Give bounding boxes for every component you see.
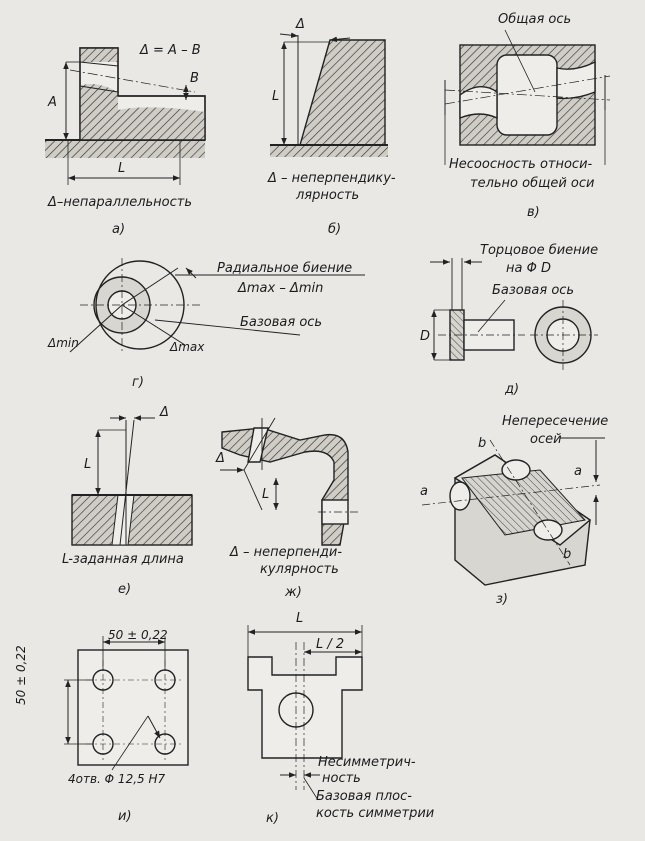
figure-v-drawing [444,29,611,165]
fig-i-holes: 4отв. Φ 12,5 H7 [68,772,166,786]
fig-v-name-line1: Несоосность относи- [449,157,593,172]
fig-e-label-L: L [84,457,92,472]
figure-z-drawing [421,437,605,586]
fig-k-base-line2: кость симметрии [316,806,435,821]
fig-b-caption: б) [328,222,342,237]
figure-i-drawing [64,636,189,771]
fig-k-label-L: L [296,611,304,626]
fig-g-formula: Δmax – Δmin [238,281,324,296]
fig-a-label-A: A [48,95,57,110]
figure-k-drawing [247,625,363,801]
fig-k-asym-line1: Несимметрич- [318,755,416,770]
figure-b-drawing [270,32,388,157]
fig-d-label-D: D [420,329,431,344]
fig-k-caption: к) [266,811,279,826]
fig-g-title: Радиальное биение [217,261,353,276]
fig-i-dim-h: 50 ± 0,22 [108,628,168,642]
fig-z-label-b-bottom: b [563,547,572,562]
fig-a-label-B: B [190,71,199,86]
fig-k-asym-line2: ность [322,771,361,786]
figure-e-drawing [71,415,193,546]
fig-zh-name-line2: кулярность [260,562,339,577]
fig-k-base-line1: Базовая плос- [316,789,412,804]
fig-g-delta-min: Δmin [48,336,79,350]
fig-z-label-b-top: b [478,436,487,451]
fig-zh-label-delta: Δ [216,451,225,466]
fig-d-runout-line1: Торцовое биение [480,243,599,258]
fig-e-label-delta: Δ [160,405,169,420]
fig-v-caption: в) [527,205,540,220]
fig-i-dim-v: 50 ± 0,22 [14,645,28,705]
figure-a-drawing [45,47,206,185]
fig-v-common-axis: Общая ось [498,12,572,27]
fig-z-name-line1: Непересечение [502,414,609,429]
fig-k-label-L2: L / 2 [316,637,345,652]
figure-d-drawing [430,258,598,370]
fig-e-name: L-заданная длина [62,552,184,567]
fig-b-name-line2: лярность [296,188,360,203]
fig-g-caption: г) [132,375,144,390]
fig-b-label-L: L [272,89,280,104]
fig-a-name: Δ–непараллельность [48,195,192,210]
fig-zh-label-L: L [262,487,270,502]
fig-e-caption: е) [118,582,132,597]
fig-zh-name-line1: Δ – неперпенди- [230,545,343,560]
fig-a-formula: Δ = A – B [140,43,201,58]
fig-b-name-line1: Δ – неперпендику- [268,171,396,186]
figure-zh-drawing [220,417,360,546]
fig-z-caption: з) [496,592,508,607]
fig-zh-caption: ж) [285,585,302,600]
fig-d-caption: д) [505,382,520,397]
fig-i-caption: и) [118,809,132,824]
fig-a-caption: а) [112,222,126,237]
fig-b-label-delta: Δ [296,17,305,32]
fig-g-delta-max: Δmax [170,340,205,354]
fig-a-label-L: L [118,161,126,176]
fig-v-name-line2: тельно общей оси [470,176,595,191]
fig-d-base-axis: Базовая ось [492,283,575,298]
fig-d-runout-line2: на Φ D [506,261,551,276]
fig-z-label-a-left: a [420,484,428,499]
fig-z-name-line2: осей [530,432,562,447]
fig-z-label-a-right: a [574,464,582,479]
figure-g-drawing [69,258,365,353]
fig-g-base-axis: Базовая ось [240,315,323,330]
